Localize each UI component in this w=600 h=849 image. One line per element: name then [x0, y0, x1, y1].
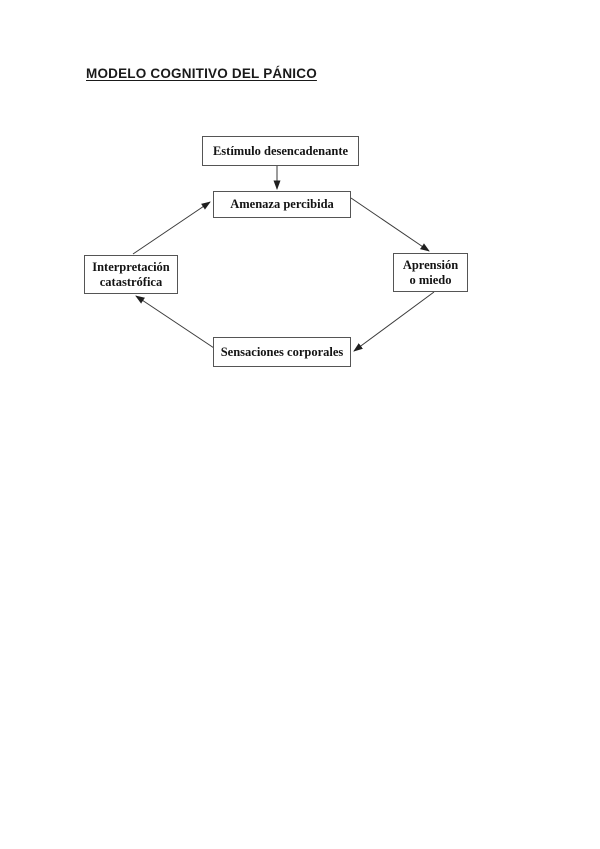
node-aprension-o-miedo: Aprensión o miedo	[393, 253, 468, 292]
page-title: MODELO COGNITIVO DEL PÁNICO	[86, 66, 317, 81]
arrow-aprension-to-sensaciones	[353, 291, 435, 352]
node-label: Interpretación catastrófica	[92, 259, 170, 289]
node-sensaciones-corporales: Sensaciones corporales	[213, 337, 351, 367]
node-label: Estímulo desencadenante	[212, 143, 349, 158]
node-interpretacion-catastrofica: Interpretación catastrófica	[84, 255, 178, 294]
node-estimulo-desencadenante: Estímulo desencadenante	[202, 136, 359, 166]
node-label: Amenaza percibida	[230, 197, 334, 211]
arrow-sensaciones-to-interpretacion	[135, 295, 215, 349]
arrow-interpretacion-to-amenaza	[132, 201, 211, 255]
arrow-amenaza-to-aprension	[350, 197, 430, 252]
node-amenaza-percibida: Amenaza percibida	[213, 191, 351, 218]
node-label: Aprensión o miedo	[402, 257, 459, 287]
node-label: Sensaciones corporales	[220, 344, 344, 359]
